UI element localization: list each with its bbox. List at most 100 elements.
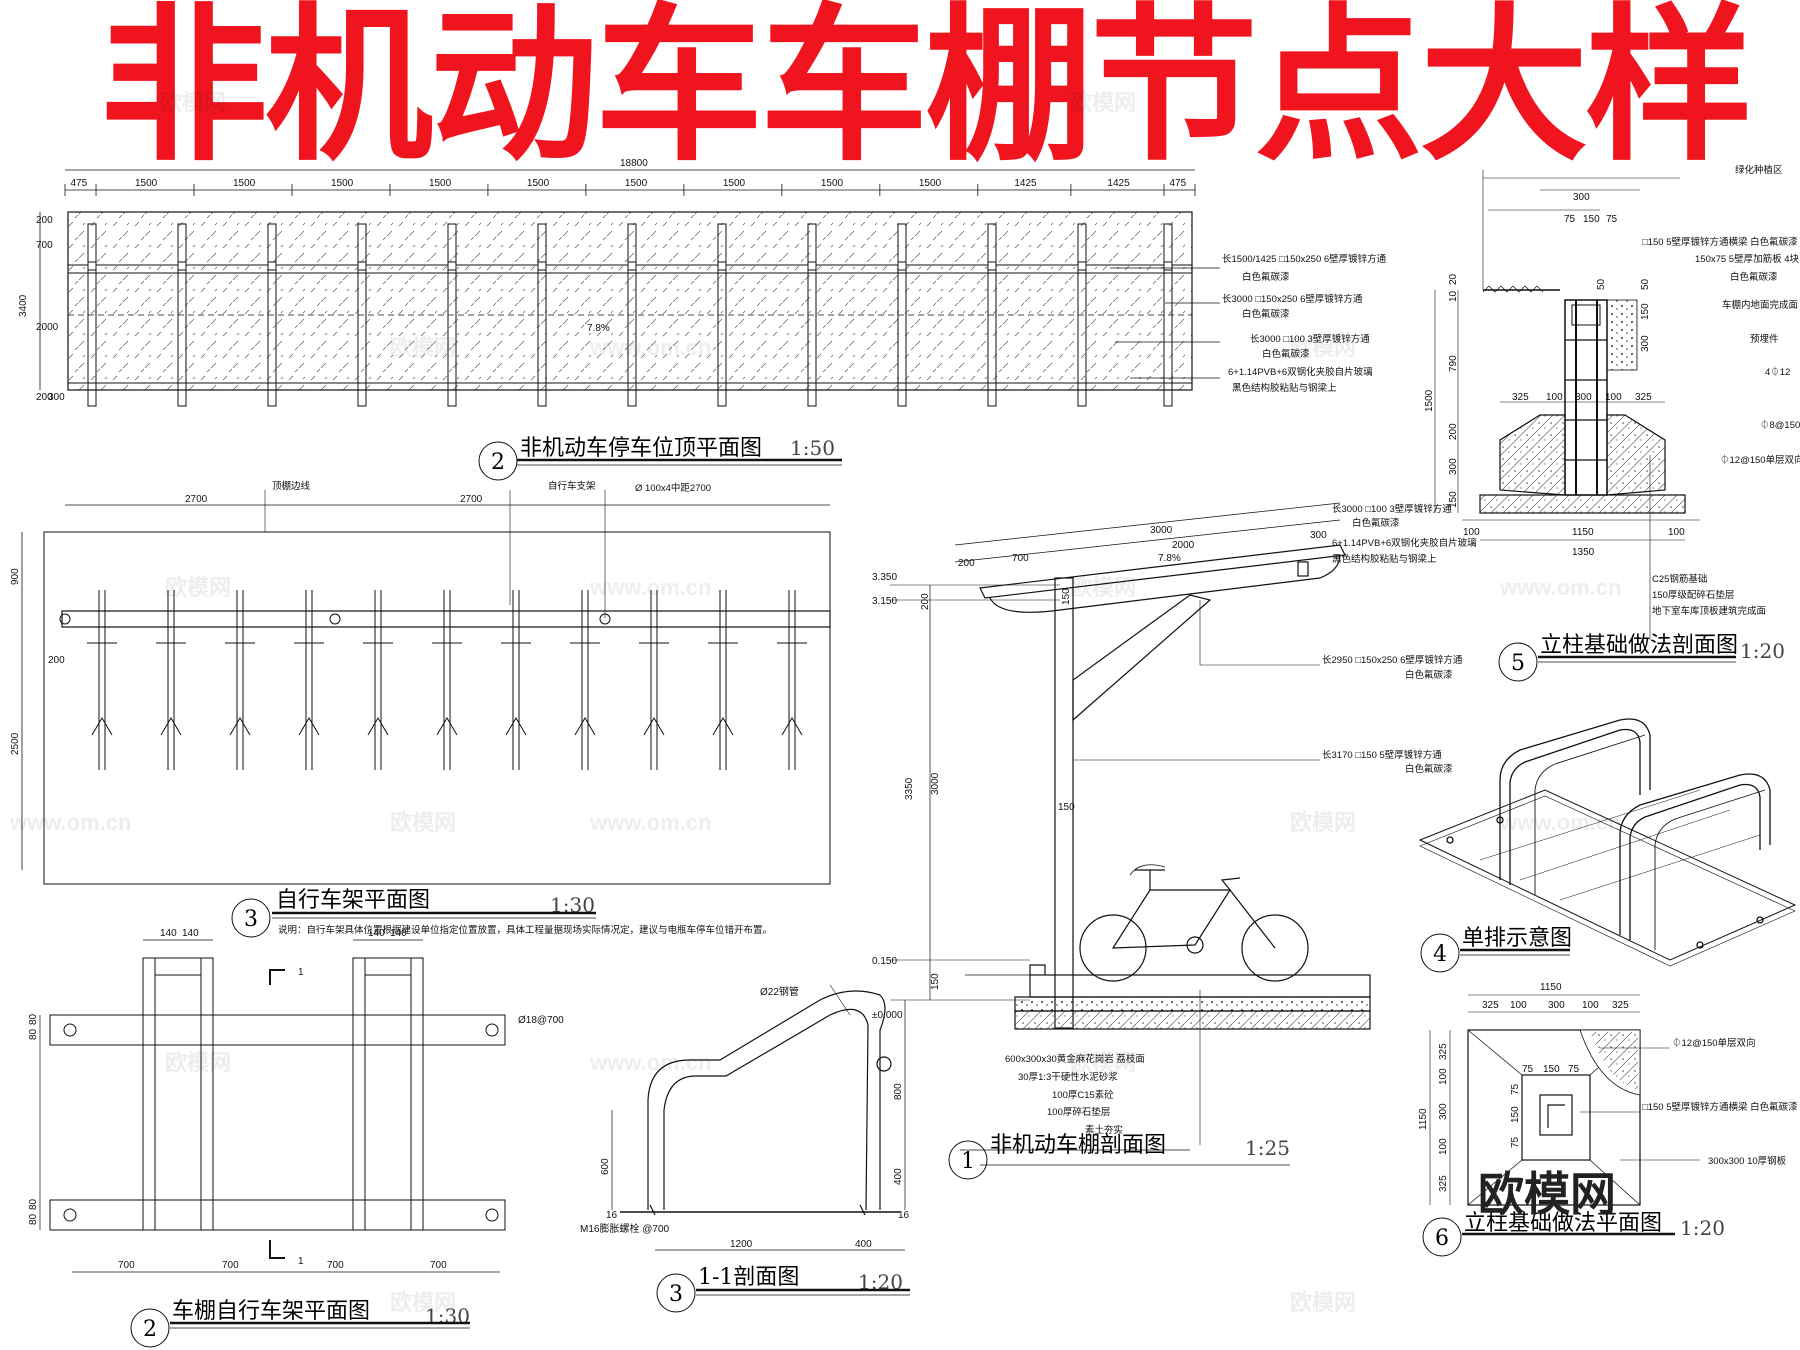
svg-text:80: 80 — [28, 1198, 39, 1210]
single-row-iso — [1418, 718, 1797, 967]
bicycle-figure — [1079, 864, 1309, 982]
svg-text:200: 200 — [36, 215, 53, 226]
svg-text:4⏀12: 4⏀12 — [1765, 366, 1790, 378]
svg-text:1150: 1150 — [1418, 1108, 1429, 1130]
svg-text:白色氟碳漆: 白色氟碳漆 — [1730, 271, 1778, 283]
svg-text:单排示意图: 单排示意图 — [1462, 926, 1572, 951]
svg-text:75: 75 — [1564, 214, 1576, 225]
roof-beam — [357, 223, 367, 407]
svg-text:欧模网: 欧模网 — [1290, 335, 1356, 360]
svg-text:非机动车停车位顶平面图: 非机动车停车位顶平面图 — [520, 436, 762, 461]
svg-text:www.om.cn: www.om.cn — [589, 810, 711, 835]
svg-text:车棚自行车架平面图: 车棚自行车架平面图 — [172, 1299, 370, 1324]
rack-end — [59, 613, 71, 625]
dim-label: 1500 — [625, 178, 648, 189]
rack-arrow — [781, 717, 803, 736]
svg-text:700: 700 — [327, 1260, 344, 1271]
svg-text:1: 1 — [298, 967, 304, 978]
svg-text:立柱基础做法剖面图: 立柱基础做法剖面图 — [1540, 633, 1738, 658]
dim-label: 1500 — [429, 178, 452, 189]
svg-text:325: 325 — [1635, 392, 1652, 403]
svg-text:1350: 1350 — [1572, 547, 1595, 558]
svg-text:20: 20 — [1448, 273, 1459, 285]
roof-beam — [177, 223, 187, 407]
svg-text:10: 10 — [1448, 290, 1459, 302]
roof-beam-joint — [177, 261, 187, 271]
svg-text:顶棚边线: 顶棚边线 — [272, 480, 311, 492]
svg-text:C25钢筋基础: C25钢筋基础 — [1652, 573, 1707, 585]
svg-text:0.150: 0.150 — [872, 956, 897, 967]
svg-text:325: 325 — [1612, 1000, 1629, 1011]
rack-arrow — [643, 717, 665, 736]
svg-text:700: 700 — [430, 1260, 447, 1271]
svg-text:300: 300 — [1310, 530, 1327, 541]
roof-beam-joint — [807, 261, 817, 271]
svg-text:欧模网: 欧模网 — [165, 1050, 231, 1075]
svg-text:75: 75 — [1522, 1064, 1534, 1075]
svg-text:Ø18@700: Ø18@700 — [518, 1015, 564, 1026]
rack-arrow — [229, 717, 251, 736]
svg-text:600: 600 — [600, 1158, 611, 1175]
svg-text:长3000 □150x250 6壁厚镀锌方通: 长3000 □150x250 6壁厚镀锌方通 — [1222, 293, 1363, 305]
svg-text:700: 700 — [1012, 553, 1029, 564]
bike-rack-units — [59, 590, 807, 770]
svg-text:www.om.cn: www.om.cn — [1499, 810, 1621, 835]
svg-text:车棚内地面完成面: 车棚内地面完成面 — [1722, 299, 1798, 311]
svg-text:700: 700 — [118, 1260, 135, 1271]
svg-text:欧模网: 欧模网 — [165, 575, 231, 600]
foundation-plan — [1429, 994, 1641, 1206]
roof-beam — [627, 223, 637, 407]
roof-beam — [717, 223, 727, 407]
section-1-1-labels: Ø22钢管 M16膨胀螺栓 @700 1200 400 600 800 400 … — [580, 985, 910, 1313]
roof-plan — [39, 169, 1195, 391]
svg-text:80: 80 — [28, 1213, 39, 1225]
svg-text:7.8%: 7.8% — [587, 323, 610, 334]
dim-label: 1500 — [723, 178, 746, 189]
svg-text:自行车支架: 自行车支架 — [548, 480, 596, 492]
svg-text:3.150: 3.150 — [872, 596, 897, 607]
svg-text:□150 5壁厚镀锌方通横梁 白色氟碳漆: □150 5壁厚镀锌方通横梁 白色氟碳漆 — [1642, 1101, 1798, 1113]
roof-beam-joint — [357, 261, 367, 271]
svg-text:1:50: 1:50 — [790, 436, 835, 460]
svg-text:欧模网: 欧模网 — [160, 90, 226, 115]
svg-text:3350: 3350 — [904, 777, 915, 800]
svg-text:100: 100 — [1668, 527, 1685, 538]
svg-text:100厚C15素砼: 100厚C15素砼 — [1052, 1089, 1114, 1101]
dim-label: 1500 — [527, 178, 550, 189]
svg-text:300x300 10厚钢板: 300x300 10厚钢板 — [1708, 1155, 1787, 1167]
svg-text:200: 200 — [920, 593, 931, 610]
svg-text:300: 300 — [1438, 1103, 1449, 1120]
dim-label: 1500 — [233, 178, 256, 189]
svg-text:400: 400 — [893, 1168, 904, 1185]
svg-text:欧模网: 欧模网 — [1290, 1290, 1356, 1315]
svg-text:75: 75 — [1510, 1083, 1521, 1095]
svg-text:立柱基础做法平面图: 立柱基础做法平面图 — [1464, 1211, 1662, 1236]
svg-text:75: 75 — [1510, 1136, 1521, 1148]
svg-text:说明：自行车架具体位置根据建设单位指定位置放置，具体工程量据: 说明：自行车架具体位置根据建设单位指定位置放置，具体工程量据现场实际情况定，建议… — [278, 924, 772, 936]
rack-arrow — [712, 717, 734, 736]
svg-text:⏀8@150: ⏀8@150 — [1760, 419, 1800, 431]
dim-label: 1500 — [821, 178, 844, 189]
svg-text:140: 140 — [182, 928, 199, 939]
svg-text:绿化种植区: 绿化种植区 — [1735, 164, 1783, 176]
svg-text:1500: 1500 — [1424, 389, 1435, 412]
svg-text:150: 150 — [1510, 1106, 1521, 1123]
svg-text:150: 150 — [1061, 588, 1072, 605]
svg-text:2000: 2000 — [1172, 540, 1195, 551]
svg-text:325: 325 — [1438, 1175, 1449, 1192]
svg-text:18800: 18800 — [620, 158, 648, 169]
svg-text:700: 700 — [36, 240, 53, 251]
svg-text:3400: 3400 — [18, 294, 29, 317]
svg-text:±0.000: ±0.000 — [872, 1010, 903, 1021]
shed-rack-plan — [39, 939, 506, 1273]
svg-text:150厚级配碎石垫层: 150厚级配碎石垫层 — [1652, 589, 1734, 601]
svg-text:140: 140 — [390, 928, 407, 939]
svg-text:白色氟碳漆: 白色氟碳漆 — [1352, 517, 1400, 529]
rack-arrow — [91, 717, 113, 736]
svg-text:5: 5 — [1511, 651, 1525, 676]
svg-text:50: 50 — [1596, 278, 1607, 290]
svg-text:欧模网: 欧模网 — [1070, 1050, 1136, 1075]
dim-label: 1500 — [135, 178, 158, 189]
roof-beam-joint — [87, 261, 97, 271]
svg-text:白色氟碳漆: 白色氟碳漆 — [1405, 763, 1453, 775]
